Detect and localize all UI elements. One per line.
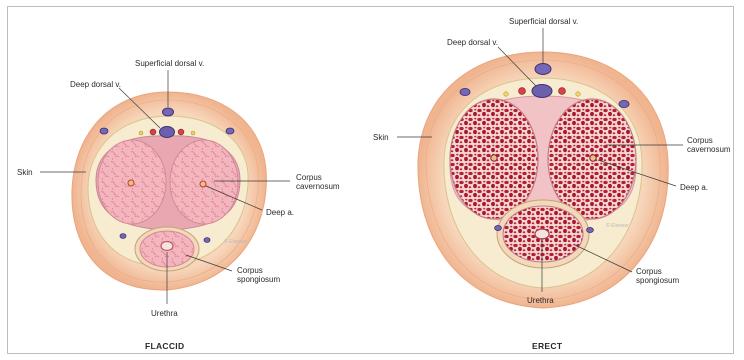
flaccid-label-corpus-spongiosum-2: spongiosum bbox=[237, 275, 280, 284]
flaccid-caption: FLACCID bbox=[145, 341, 184, 351]
flaccid-dorsal-artery-left bbox=[150, 129, 156, 135]
erect-deep-artery-right bbox=[590, 155, 596, 161]
erect-diagram: Superficial dorsal v. Deep dorsal v. Ski… bbox=[373, 17, 731, 351]
erect-label-superficial-dorsal-v: Superficial dorsal v. bbox=[509, 17, 578, 26]
erect-deep-dorsal-vein bbox=[532, 85, 552, 98]
erect-label-corpus-cavernosum-1: Corpus bbox=[687, 136, 713, 145]
flaccid-label-corpus-cavernosum-1: Corpus bbox=[296, 173, 322, 182]
erect-label-corpus-spongiosum-1: Corpus bbox=[636, 267, 662, 276]
erect-watermark: © Elsevier bbox=[606, 222, 629, 229]
erect-superficial-dorsal-vein bbox=[535, 64, 551, 75]
erect-dorsal-artery-right bbox=[559, 88, 566, 95]
flaccid-label-skin: Skin bbox=[17, 168, 33, 177]
flaccid-diagram: Superficial dorsal v. Deep dorsal v. Ski… bbox=[17, 59, 340, 351]
flaccid-label-deep-a: Deep a. bbox=[266, 208, 294, 217]
flaccid-urethra bbox=[161, 242, 173, 251]
flaccid-superficial-dorsal-vein bbox=[163, 108, 174, 116]
erect-label-corpus-spongiosum-2: spongiosum bbox=[636, 276, 679, 285]
erect-urethra bbox=[535, 229, 549, 239]
erect-label-deep-dorsal-v: Deep dorsal v. bbox=[447, 38, 498, 47]
erect-label-urethra: Urethra bbox=[527, 296, 554, 305]
erect-caption: ERECT bbox=[532, 341, 563, 351]
flaccid-label-urethra: Urethra bbox=[151, 309, 178, 318]
flaccid-label-corpus-cavernosum-2: cavernosum bbox=[296, 182, 340, 191]
flaccid-deep-artery-right bbox=[200, 181, 206, 187]
erect-label-corpus-cavernosum-2: cavernosum bbox=[687, 145, 731, 154]
flaccid-deep-dorsal-vein bbox=[160, 127, 175, 138]
erect-deep-artery-left bbox=[491, 155, 497, 161]
flaccid-dorsal-artery-right bbox=[178, 129, 184, 135]
flaccid-label-corpus-spongiosum-1: Corpus bbox=[237, 266, 263, 275]
erect-label-deep-a: Deep a. bbox=[680, 183, 708, 192]
erect-label-skin: Skin bbox=[373, 133, 389, 142]
erect-dorsal-artery-left bbox=[519, 88, 526, 95]
flaccid-label-superficial-dorsal-v: Superficial dorsal v. bbox=[135, 59, 204, 68]
flaccid-deep-artery-left bbox=[128, 180, 134, 186]
flaccid-watermark: © Elsevier bbox=[224, 238, 247, 245]
flaccid-label-deep-dorsal-v: Deep dorsal v. bbox=[70, 80, 121, 89]
